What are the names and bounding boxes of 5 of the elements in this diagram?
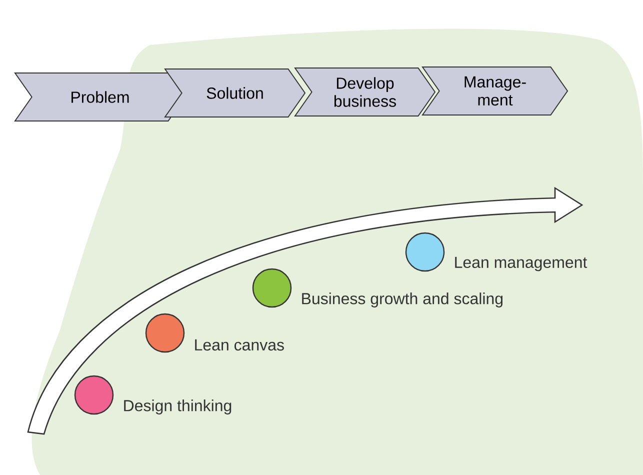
dot-label: Lean management: [455, 256, 588, 272]
dot-label: Business growth and scaling: [302, 292, 503, 308]
dot-label: Lean canvas: [195, 339, 284, 351]
chevron-box: Problem: [14, 72, 186, 122]
dot-label: Design thinking: [124, 400, 232, 414]
